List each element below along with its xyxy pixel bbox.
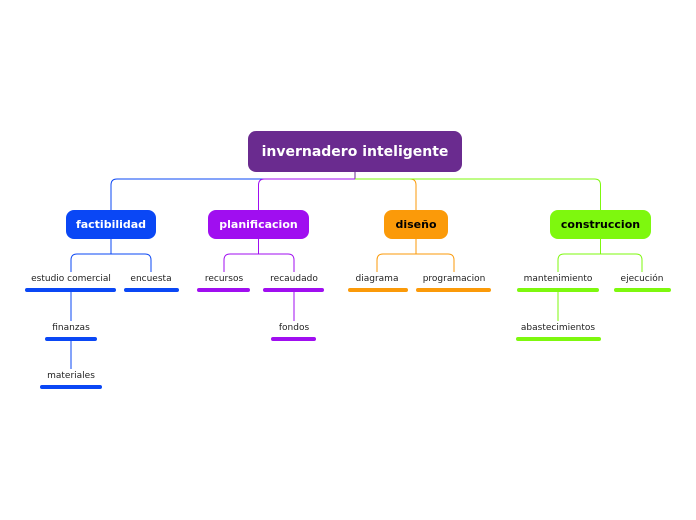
leaf-label[interactable]: mantenimiento (523, 274, 593, 284)
root-node[interactable]: invernadero inteligente (248, 131, 462, 172)
leaf-underline (271, 337, 316, 341)
branch-node[interactable]: diseño (384, 210, 448, 239)
leaf-label[interactable]: programacion (422, 274, 486, 284)
leaf-underline (263, 288, 324, 292)
branch-node[interactable]: factibilidad (66, 210, 156, 239)
leaf-label[interactable]: recursos (204, 274, 244, 284)
branch-connector (110, 178, 355, 210)
branch-connector (355, 178, 601, 210)
leaf-connector (376, 253, 416, 272)
leaf-connector (111, 253, 152, 272)
leaf-label[interactable]: encuesta (130, 274, 172, 284)
branch-connector (258, 178, 355, 210)
leaf-underline (40, 385, 102, 389)
leaf-connector (557, 253, 601, 272)
leaf-underline (45, 337, 97, 341)
leaf-connector (223, 253, 259, 272)
leaf-underline (348, 288, 408, 292)
leaf-label[interactable]: ejecución (620, 274, 664, 284)
leaf-label[interactable]: recaudado (270, 274, 318, 284)
leaf-underline (124, 288, 179, 292)
leaf-underline (516, 337, 601, 341)
leaf-label[interactable]: abastecimientos (520, 323, 596, 333)
leaf-label[interactable]: diagrama (355, 274, 399, 284)
leaf-underline (614, 288, 671, 292)
leaf-connector (600, 253, 643, 272)
leaf-connector (416, 253, 455, 272)
leaf-underline (517, 288, 599, 292)
leaf-underline (197, 288, 250, 292)
leaf-label[interactable]: estudio comercial (31, 274, 111, 284)
leaf-label[interactable]: fondos (278, 323, 310, 333)
leaf-underline (416, 288, 491, 292)
leaf-underline (25, 288, 116, 292)
leaf-label[interactable]: finanzas (52, 323, 90, 333)
branch-node[interactable]: planificacion (208, 210, 309, 239)
branch-node[interactable]: construccion (550, 210, 651, 239)
leaf-connector (258, 253, 295, 272)
branch-connector (355, 178, 417, 210)
leaf-label[interactable]: materiales (47, 371, 95, 381)
leaf-connector (70, 253, 111, 272)
